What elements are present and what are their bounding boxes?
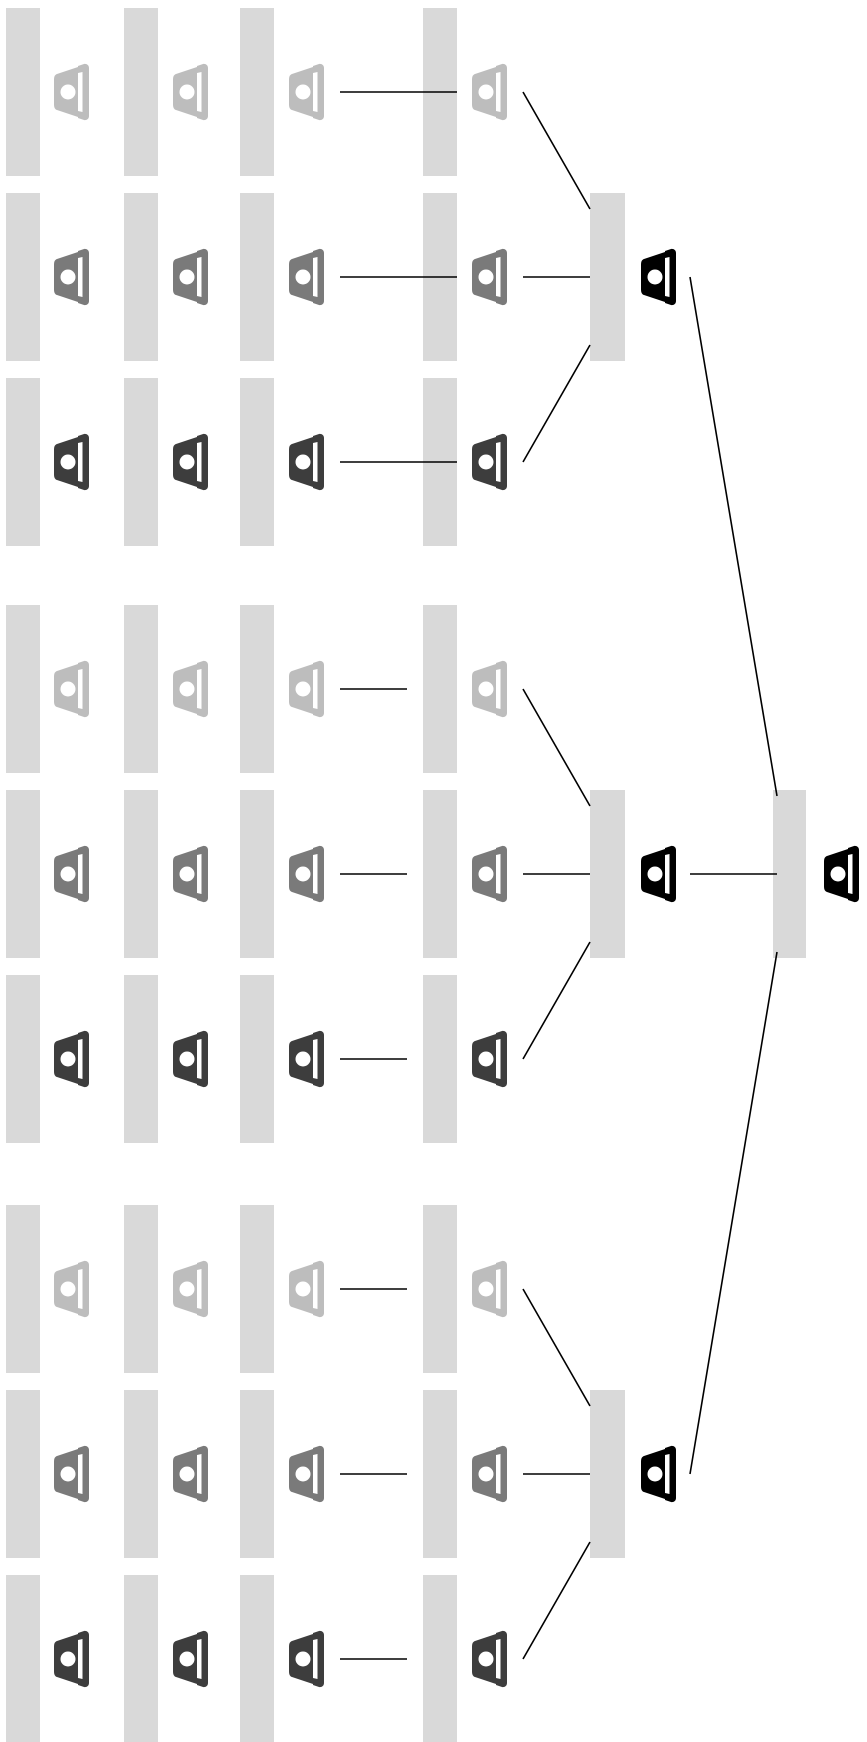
bar-g3-r2-c1	[6, 1390, 40, 1558]
bar-g2-r1-c2	[124, 605, 158, 773]
telephone-icon	[472, 1030, 507, 1088]
telephone-icon	[641, 248, 676, 306]
telephone-icon	[289, 660, 324, 718]
bar-g1-r1-c1	[6, 8, 40, 176]
telephone-icon	[472, 660, 507, 718]
telephone-icon	[289, 1445, 324, 1503]
telephone-icon	[641, 845, 676, 903]
telephone-icon	[289, 1030, 324, 1088]
telephone-icon	[173, 1030, 208, 1088]
telephone-icon	[54, 1630, 89, 1688]
connector-line	[522, 91, 591, 210]
root-bar	[773, 790, 806, 958]
telephone-icon	[641, 1445, 676, 1503]
telephone-icon	[289, 63, 324, 121]
telephone-icon	[54, 1260, 89, 1318]
bar-g2-r2-c2	[124, 790, 158, 958]
telephone-icon	[54, 660, 89, 718]
telephone-icon	[289, 433, 324, 491]
connector-line	[689, 951, 778, 1475]
telephone-icon	[54, 433, 89, 491]
connector-line	[522, 1541, 591, 1660]
bar-g2-r3-c4	[423, 975, 457, 1143]
telephone-icon	[54, 845, 89, 903]
bar-g3-r2-c4	[423, 1390, 457, 1558]
telephone-icon	[173, 63, 208, 121]
bar-g3-r1-c4	[423, 1205, 457, 1373]
telephone-icon	[472, 433, 507, 491]
bar-g2-r3-c3	[240, 975, 274, 1143]
bar-g2-r2-c1	[6, 790, 40, 958]
bar-g1-r3-c1	[6, 378, 40, 546]
connector-line	[522, 1288, 591, 1407]
bar-g3-r1-c3	[240, 1205, 274, 1373]
telephone-icon	[173, 1630, 208, 1688]
bar-g2-r1-c1	[6, 605, 40, 773]
telephone-icon	[289, 1260, 324, 1318]
telephone-icon	[173, 1445, 208, 1503]
bar-g3-r3-c4	[423, 1575, 457, 1742]
bar-g3-r1-c2	[124, 1205, 158, 1373]
bar-g1-r1-c2	[124, 8, 158, 176]
bar-g2-r1-c3	[240, 605, 274, 773]
telephone-icon	[173, 660, 208, 718]
connector-line	[522, 688, 591, 807]
bar-g3-r3-c2	[124, 1575, 158, 1742]
bar-g2-r3-c1	[6, 975, 40, 1143]
telephone-icon	[173, 248, 208, 306]
telephone-icon	[289, 1630, 324, 1688]
hub-bar-g2	[590, 790, 625, 958]
bar-g3-r1-c1	[6, 1205, 40, 1373]
telephone-icon	[472, 63, 507, 121]
telephone-icon	[54, 1030, 89, 1088]
bar-g2-r2-c4	[423, 790, 457, 958]
telephone-icon	[289, 248, 324, 306]
telephone-icon	[173, 845, 208, 903]
bar-g3-r2-c2	[124, 1390, 158, 1558]
telephone-icon	[472, 1445, 507, 1503]
connector-line	[689, 276, 778, 797]
hub-bar-g3	[590, 1390, 625, 1558]
telephone-icon	[173, 1260, 208, 1318]
connector-line	[522, 344, 591, 463]
bar-g3-r3-c1	[6, 1575, 40, 1742]
telephone-icon	[289, 845, 324, 903]
bar-g2-r2-c3	[240, 790, 274, 958]
bar-g2-r3-c2	[124, 975, 158, 1143]
hub-bar-g1	[590, 193, 625, 361]
telephone-icon	[173, 433, 208, 491]
bar-g3-r3-c3	[240, 1575, 274, 1742]
bar-g1-r2-c1	[6, 193, 40, 361]
telephone-icon	[824, 845, 859, 903]
telephone-icon	[472, 845, 507, 903]
telephone-icon	[54, 248, 89, 306]
bar-g1-r2-c3	[240, 193, 274, 361]
telephone-icon	[472, 248, 507, 306]
bar-g1-r1-c3	[240, 8, 274, 176]
bar-g2-r1-c4	[423, 605, 457, 773]
bar-g1-r3-c2	[124, 378, 158, 546]
bar-g3-r2-c3	[240, 1390, 274, 1558]
telephone-icon	[54, 1445, 89, 1503]
bar-g1-r3-c3	[240, 378, 274, 546]
connector-line	[522, 941, 591, 1060]
telephone-icon	[54, 63, 89, 121]
bar-g1-r2-c2	[124, 193, 158, 361]
telephone-icon	[472, 1260, 507, 1318]
telephone-icon	[472, 1630, 507, 1688]
